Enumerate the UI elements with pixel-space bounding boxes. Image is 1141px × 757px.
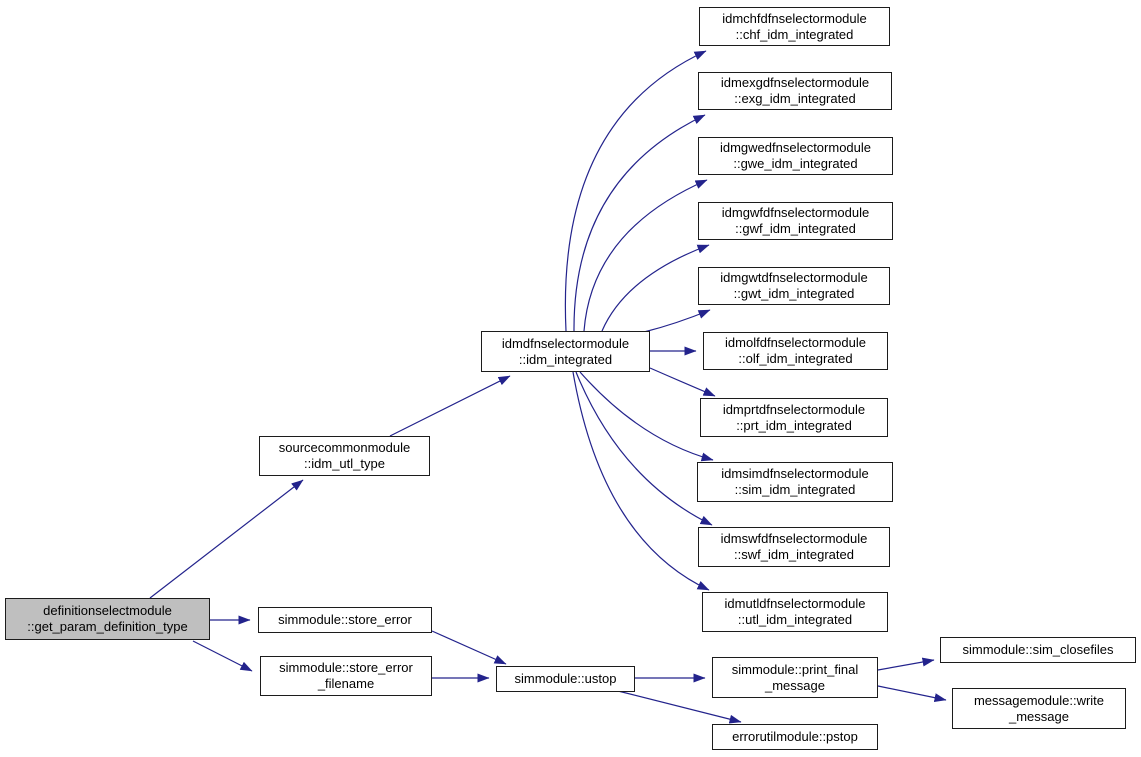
node-label-line: simmodule::sim_closefiles bbox=[962, 642, 1114, 657]
node-exg_idm_integrated[interactable]: idmexgdfnselectormodule::exg_idm_integra… bbox=[698, 72, 892, 110]
node-gwf_idm_integrated[interactable]: idmgwfdfnselectormodule::gwf_idm_integra… bbox=[698, 202, 893, 240]
edge-idm_integrated-to-gwf_idm_integrated bbox=[601, 244, 710, 332]
node-idm_utl_type[interactable]: sourcecommonmodule::idm_utl_type bbox=[259, 436, 430, 476]
node-label-line: ::exg_idm_integrated bbox=[734, 91, 856, 106]
node-store_error[interactable]: simmodule::store_error bbox=[258, 607, 432, 633]
node-label-line: simmodule::ustop bbox=[514, 671, 617, 686]
edge-idm_integrated-to-exg_idm_integrated bbox=[573, 114, 706, 332]
node-write_message[interactable]: messagemodule::write_message bbox=[952, 688, 1126, 729]
node-label-line: _message bbox=[1009, 708, 1069, 724]
edge-idm_integrated-to-swf_idm_integrated bbox=[575, 371, 713, 526]
node-sim_closefiles[interactable]: simmodule::sim_closefiles bbox=[940, 637, 1136, 663]
node-print_final_message[interactable]: simmodule::print_final_message bbox=[712, 657, 878, 698]
node-utl_idm_integrated[interactable]: idmutldfnselectormodule::utl_idm_integra… bbox=[702, 592, 888, 632]
node-idm_integrated[interactable]: idmdfnselectormodule::idm_integrated bbox=[481, 331, 650, 372]
node-swf_idm_integrated[interactable]: idmswfdfnselectormodule::swf_idm_integra… bbox=[698, 527, 890, 567]
node-sim_idm_integrated[interactable]: idmsimdfnselectormodule::sim_idm_integra… bbox=[697, 462, 893, 502]
edge-group bbox=[149, 50, 947, 724]
node-label-line: ::idm_utl_type bbox=[304, 456, 385, 471]
edge-store_error-to-ustop bbox=[431, 630, 507, 665]
node-store_error_filename[interactable]: simmodule::store_error_filename bbox=[260, 656, 432, 696]
node-label-line: idmgwedfnselectormodule bbox=[719, 140, 872, 155]
node-label-line: definitionselectmodule bbox=[43, 603, 172, 618]
edge-idm_integrated-to-gwt_idm_integrated bbox=[643, 309, 711, 333]
edge-print_final_message-to-sim_closefiles bbox=[877, 657, 935, 671]
node-label-line: ::olf_idm_integrated bbox=[738, 351, 853, 366]
node-label-line: idmchfdfnselectormodule bbox=[722, 10, 867, 26]
edge-idm_integrated-to-prt_idm_integrated bbox=[649, 367, 716, 397]
node-label-line: sourcecommonmodule bbox=[278, 440, 411, 455]
node-label-line: simmodule::store_error bbox=[279, 660, 413, 675]
edge-get_param_definition_type-to-store_error_filename bbox=[192, 640, 253, 672]
edge-idm_integrated-to-gwe_idm_integrated bbox=[583, 179, 708, 332]
node-gwt_idm_integrated[interactable]: idmgwtdfnselectormodule::gwt_idm_integra… bbox=[698, 267, 890, 305]
edge-ustop-to-pstop bbox=[617, 690, 742, 724]
edge-idm_utl_type-to-idm_integrated bbox=[389, 375, 511, 437]
node-label-line: simmodule::print_final bbox=[731, 661, 859, 677]
node-olf_idm_integrated[interactable]: idmolfdfnselectormodule::olf_idm_integra… bbox=[703, 332, 888, 370]
node-label-line: ::gwe_idm_integrated bbox=[733, 156, 858, 171]
node-label-line: idmgwtdfnselectormodule bbox=[720, 270, 868, 285]
edge-idm_integrated-to-chf_idm_integrated bbox=[564, 50, 707, 332]
node-label-line: simmodule::store_error bbox=[278, 612, 412, 627]
node-chf_idm_integrated[interactable]: idmchfdfnselectormodule::chf_idm_integra… bbox=[699, 7, 890, 46]
node-label-line: idmexgdfnselectormodule bbox=[720, 75, 870, 90]
edge-idm_integrated-to-utl_idm_integrated bbox=[572, 371, 710, 591]
node-label-line: idmutldfnselectormodule bbox=[724, 596, 866, 611]
node-label-line: ::idm_integrated bbox=[518, 351, 613, 367]
edge-print_final_message-to-write_message bbox=[877, 685, 947, 703]
node-pstop[interactable]: errorutilmodule::pstop bbox=[712, 724, 878, 750]
node-label-line: _filename bbox=[317, 676, 375, 691]
node-label-line: ::gwf_idm_integrated bbox=[735, 221, 856, 236]
node-get_param_definition_type[interactable]: definitionselectmodule::get_param_defini… bbox=[5, 598, 210, 640]
node-label-line: ::chf_idm_integrated bbox=[735, 26, 854, 42]
node-label-line: messagemodule::write bbox=[973, 692, 1105, 708]
node-prt_idm_integrated[interactable]: idmprtdfnselectormodule::prt_idm_integra… bbox=[700, 398, 888, 437]
node-label-line: errorutilmodule::pstop bbox=[732, 729, 858, 744]
node-label-line: idmgwfdfnselectormodule bbox=[721, 205, 870, 220]
node-label-line: ::prt_idm_integrated bbox=[736, 417, 852, 433]
node-label-line: idmprtdfnselectormodule bbox=[722, 401, 866, 417]
node-gwe_idm_integrated[interactable]: idmgwedfnselectormodule::gwe_idm_integra… bbox=[698, 137, 893, 175]
node-ustop[interactable]: simmodule::ustop bbox=[496, 666, 635, 692]
node-label-line: idmdfnselectormodule bbox=[501, 335, 630, 351]
node-label-line: ::sim_idm_integrated bbox=[734, 482, 856, 497]
node-label-line: ::gwt_idm_integrated bbox=[733, 286, 855, 301]
node-label-line: ::get_param_definition_type bbox=[27, 619, 188, 634]
edge-get_param_definition_type-to-idm_utl_type bbox=[149, 479, 304, 599]
node-label-line: _message bbox=[765, 677, 825, 693]
node-label-line: ::swf_idm_integrated bbox=[734, 547, 854, 562]
node-label-line: ::utl_idm_integrated bbox=[737, 612, 853, 627]
node-label-line: idmolfdfnselectormodule bbox=[725, 335, 866, 350]
node-label-line: idmswfdfnselectormodule bbox=[720, 531, 868, 546]
edge-idm_integrated-to-sim_idm_integrated bbox=[579, 371, 714, 462]
node-label-line: idmsimdfnselectormodule bbox=[721, 466, 869, 481]
